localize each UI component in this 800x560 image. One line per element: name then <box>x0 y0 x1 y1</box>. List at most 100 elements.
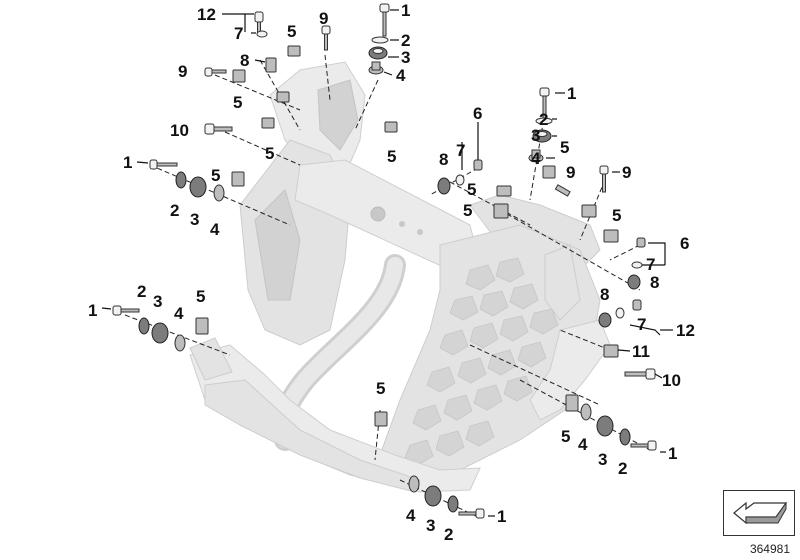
rubber-mount-icon <box>596 415 614 437</box>
bolt-icon <box>204 67 227 77</box>
bolt-icon <box>321 25 331 51</box>
callout-5: 5 <box>233 93 242 112</box>
callout-4: 4 <box>406 506 416 525</box>
rubber-mount-icon <box>368 46 388 60</box>
callout-4: 4 <box>210 220 220 239</box>
callout-9: 9 <box>622 163 631 182</box>
callout-5: 5 <box>612 206 621 225</box>
callout-4: 4 <box>578 435 588 454</box>
spacer-sleeve-icon <box>368 61 384 75</box>
bolt-icon <box>112 305 140 316</box>
clip-nut-icon <box>542 165 556 179</box>
callout-4: 4 <box>396 66 406 85</box>
callout-3: 3 <box>153 292 162 311</box>
rubber-mount-icon <box>151 322 169 344</box>
clip-nut-icon <box>287 45 301 57</box>
callout-2: 2 <box>170 201 179 220</box>
bolt-icon <box>599 165 609 193</box>
callout-5: 5 <box>287 22 296 41</box>
callout-2: 2 <box>444 525 453 544</box>
reference-arrow-box <box>723 490 795 536</box>
spacer-sleeve-icon <box>408 475 420 493</box>
spacer-sleeve-icon <box>580 403 592 421</box>
callout-10: 10 <box>170 121 189 140</box>
washer-icon <box>619 428 631 446</box>
callout-7: 7 <box>456 141 465 160</box>
bolt-icon <box>204 123 233 135</box>
rubber-mount-icon <box>598 312 612 328</box>
clip-nut-icon <box>265 57 277 73</box>
clip-nut-icon <box>496 185 512 197</box>
clip-nut-icon <box>261 117 275 129</box>
frame-assembly-icon <box>189 61 611 493</box>
callout-12: 12 <box>197 5 216 24</box>
callout-5: 5 <box>376 379 385 398</box>
bolt-icon <box>632 299 642 311</box>
bolt-icon <box>473 159 483 171</box>
callout-2: 2 <box>539 110 548 129</box>
washer-icon <box>175 171 187 189</box>
callout-1: 1 <box>401 1 410 20</box>
rubber-mount-icon <box>532 129 552 143</box>
callout-5: 5 <box>196 287 205 306</box>
callout-1: 1 <box>668 444 677 463</box>
bolt-icon <box>554 184 571 197</box>
callout-6: 6 <box>473 104 482 123</box>
callout-1: 1 <box>567 84 576 103</box>
spacer-sleeve-icon <box>174 334 186 352</box>
callout-8: 8 <box>240 51 249 70</box>
reference-arrow-icon <box>733 501 788 525</box>
washer-icon <box>138 317 150 335</box>
clip-nut-icon <box>603 344 619 358</box>
clip-nut-icon <box>231 171 245 187</box>
washer-icon <box>447 495 459 513</box>
clip-nut-icon <box>581 204 597 218</box>
washer-icon <box>631 261 643 269</box>
callout-5: 5 <box>211 166 220 185</box>
callout-9: 9 <box>566 163 575 182</box>
callout-3: 3 <box>598 450 607 469</box>
callout-5: 5 <box>463 201 472 220</box>
rubber-mount-icon <box>627 274 641 290</box>
callout-7: 7 <box>646 255 655 274</box>
callout-3: 3 <box>190 210 199 229</box>
clip-nut-icon <box>276 91 290 103</box>
bolt-icon <box>379 3 390 37</box>
callout-5: 5 <box>561 427 570 446</box>
spacer-sleeve-icon <box>213 184 225 202</box>
clip-nut-icon <box>232 69 246 83</box>
bolt-icon <box>624 368 656 380</box>
washer-icon <box>256 30 268 38</box>
callout-2: 2 <box>401 31 410 50</box>
callout-9: 9 <box>178 62 187 81</box>
callout-10: 10 <box>662 371 681 390</box>
callout-1: 1 <box>88 301 97 320</box>
bolt-icon <box>636 237 646 248</box>
callout-5: 5 <box>265 144 274 163</box>
callout-2: 2 <box>618 459 627 478</box>
washer-icon <box>455 174 465 186</box>
washer-icon <box>615 307 625 319</box>
callout-3: 3 <box>426 516 435 535</box>
callout-4: 4 <box>531 149 541 168</box>
callout-8: 8 <box>650 273 659 292</box>
rubber-mount-icon <box>437 177 451 195</box>
callout-4: 4 <box>174 304 184 323</box>
callout-7: 7 <box>637 315 646 334</box>
bolt-icon <box>458 508 485 519</box>
callout-8: 8 <box>439 150 448 169</box>
diagram-number: 364981 <box>749 542 790 556</box>
callout-12: 12 <box>676 321 695 340</box>
hardware-parts <box>112 3 657 519</box>
callout-3: 3 <box>531 126 540 145</box>
callout-labels: 12 7 5 9 1 2 3 4 8 9 5 5 10 5 1 5 2 3 4 … <box>88 1 695 544</box>
callout-1: 1 <box>497 507 506 526</box>
bolt-icon <box>630 440 657 451</box>
washer-icon <box>535 117 553 125</box>
bolt-icon <box>539 87 550 119</box>
honeycomb-pattern <box>404 257 559 466</box>
rubber-mount-icon <box>424 485 442 507</box>
callout-5: 5 <box>387 147 396 166</box>
